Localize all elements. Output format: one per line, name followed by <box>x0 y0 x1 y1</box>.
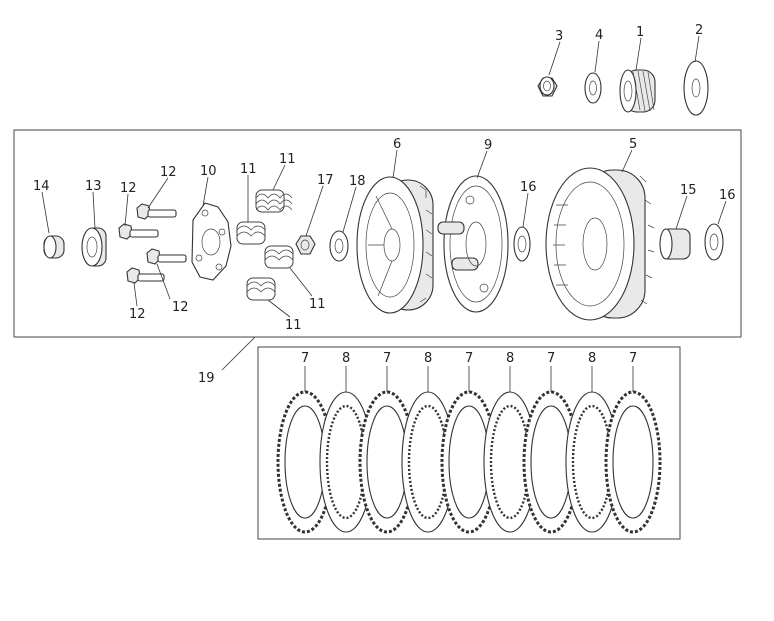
callout-16: 16 <box>520 180 537 195</box>
callout-11: 11 <box>240 162 257 177</box>
pressure-plate-part-10 <box>191 202 232 281</box>
callout-plate: 8 <box>588 351 596 366</box>
callout-18: 18 <box>349 174 366 189</box>
callout-9: 9 <box>484 138 492 153</box>
callout-15: 15 <box>680 183 697 198</box>
callout-10: 10 <box>200 164 217 179</box>
bushing-part-15 <box>659 228 691 260</box>
gear-part-1 <box>619 69 656 113</box>
leader-lines <box>41 35 727 318</box>
callout-labels: 3 4 1 2 14 13 12 12 12 12 10 11 11 11 11… <box>33 23 736 386</box>
callout-plate: 7 <box>629 351 637 366</box>
callout-11: 11 <box>309 297 326 312</box>
clutch-hub-part-6 <box>356 176 434 314</box>
assembly-frame <box>13 129 742 338</box>
callout-19: 19 <box>198 371 215 386</box>
clutch-center-part-9 <box>437 175 509 313</box>
callout-12: 12 <box>160 165 177 180</box>
bolt-part-12-right <box>146 248 187 265</box>
washer-part-16-right <box>704 223 724 261</box>
callout-4: 4 <box>595 28 603 43</box>
callout-13: 13 <box>85 179 102 194</box>
callout-3: 3 <box>555 29 563 44</box>
callout-1: 1 <box>636 25 644 40</box>
callout-12: 12 <box>120 181 137 196</box>
callout-12: 12 <box>129 307 146 322</box>
clutch-plates: 7 8 7 8 7 8 7 8 7 <box>276 351 662 534</box>
callout-plate: 7 <box>465 351 473 366</box>
washer-part-18 <box>329 230 349 262</box>
spring-part-11-a <box>255 189 293 213</box>
callout-plate: 8 <box>424 351 432 366</box>
callout-plate: 7 <box>301 351 309 366</box>
cap-part-14 <box>43 235 65 259</box>
washer-part-2 <box>683 60 709 116</box>
bolt-part-12-top <box>136 203 177 220</box>
assembly-leader <box>221 336 256 371</box>
bearing-part-13 <box>81 227 107 267</box>
callout-11: 11 <box>285 318 302 333</box>
spring-part-11-b <box>236 221 266 245</box>
washer-part-16-left <box>513 226 531 262</box>
nut-part-17 <box>295 235 316 255</box>
callout-plate: 8 <box>506 351 514 366</box>
spring-part-11-d <box>246 277 276 301</box>
callout-plate: 7 <box>547 351 555 366</box>
callout-plate: 7 <box>383 351 391 366</box>
callout-14: 14 <box>33 179 50 194</box>
spring-part-11-c <box>264 245 294 269</box>
callout-12: 12 <box>172 300 189 315</box>
clutch-housing-part-5 <box>545 167 655 321</box>
callout-5: 5 <box>629 137 637 152</box>
washer-part-4 <box>584 72 602 104</box>
callout-11: 11 <box>279 152 296 167</box>
plates-frame <box>257 346 681 540</box>
bolt-part-12-bottom <box>126 267 165 284</box>
friction-plate-part-7 <box>604 390 662 534</box>
callout-16: 16 <box>719 188 736 203</box>
callout-17: 17 <box>317 173 334 188</box>
callout-6: 6 <box>393 137 401 152</box>
nut-part-3 <box>537 76 558 97</box>
callout-plate: 8 <box>342 351 350 366</box>
bolt-part-12-mid <box>118 223 159 240</box>
callout-2: 2 <box>695 23 703 38</box>
